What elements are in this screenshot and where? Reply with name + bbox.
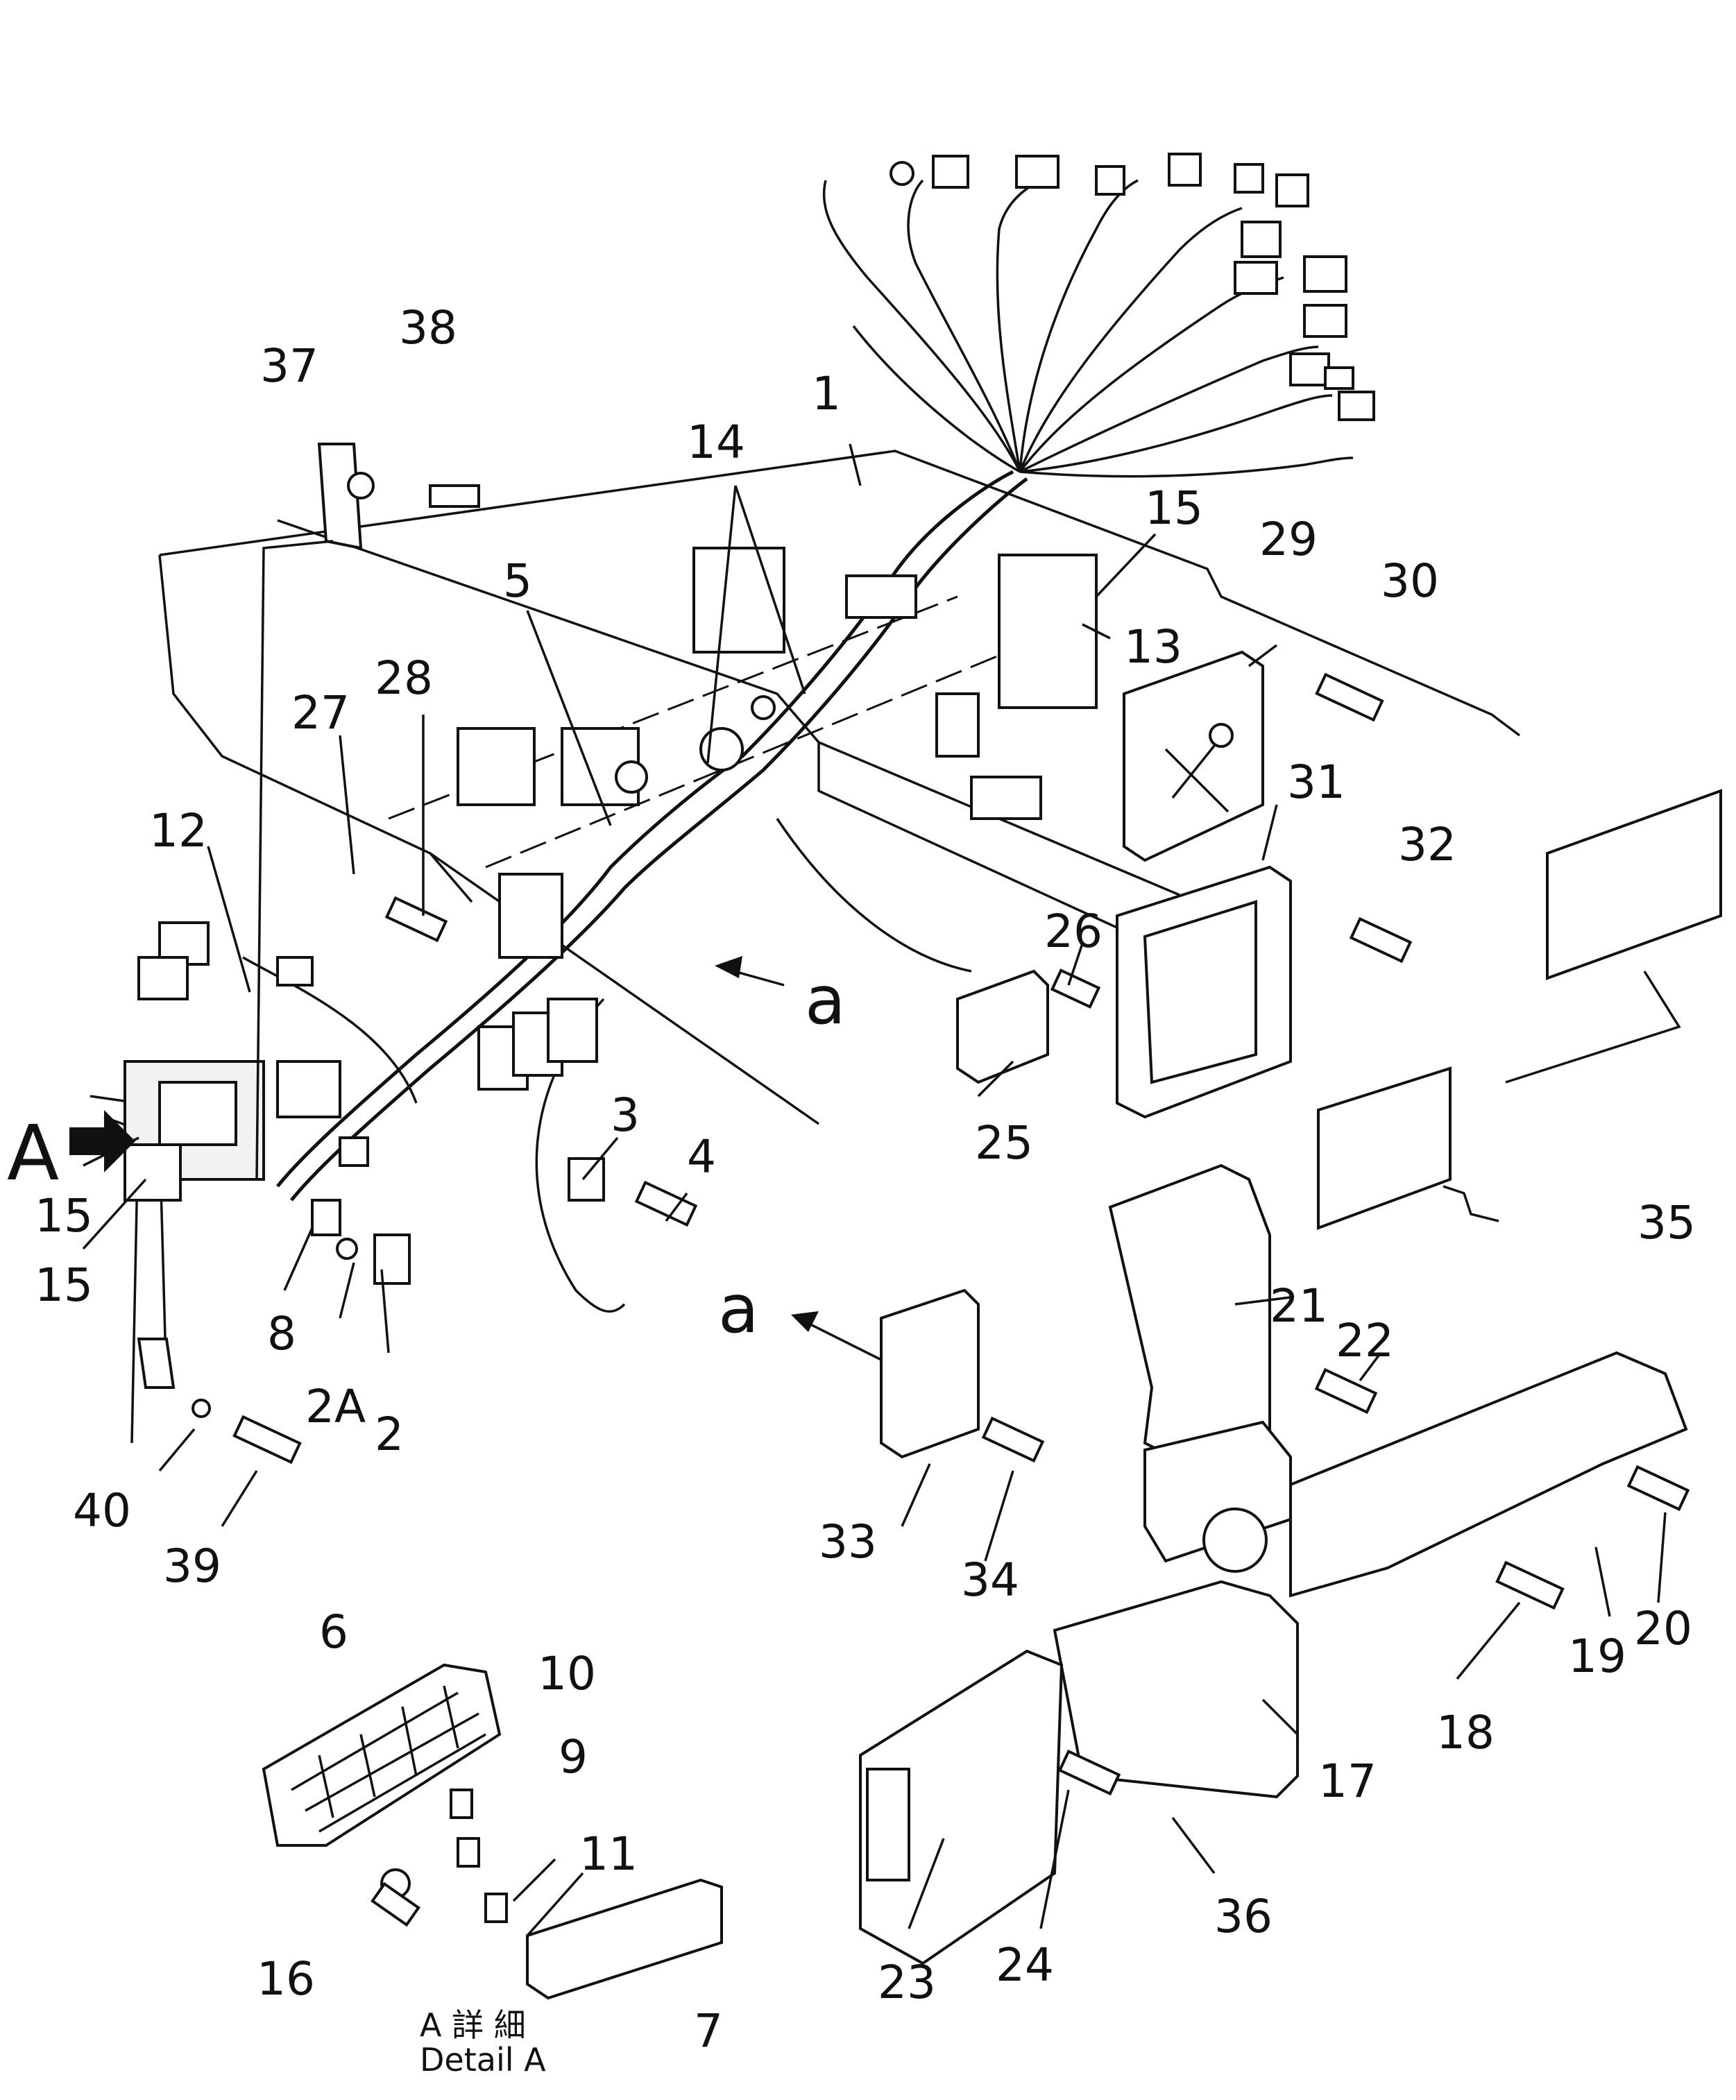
label-20: 20 [1634, 1602, 1692, 1655]
label-32: 32 [1398, 818, 1456, 871]
label-14: 14 [687, 416, 745, 469]
bolts [192, 672, 1690, 1796]
label-24: 24 [996, 1938, 1054, 1992]
caption-japanese: A 詳 細 [420, 2006, 526, 2044]
sheets [1317, 789, 1722, 1230]
detail-a-fuse-box [262, 1663, 723, 2000]
label-38: 38 [399, 301, 457, 355]
label-11: 11 [579, 1827, 638, 1881]
label-25: 25 [975, 1116, 1033, 1170]
label-19: 19 [1568, 1630, 1626, 1683]
label-23: 23 [878, 1956, 936, 2009]
label-22: 22 [1336, 1314, 1394, 1367]
label-15-left2: 15 [35, 1258, 93, 1312]
label-36: 36 [1214, 1890, 1273, 1943]
label-5: 5 [503, 554, 532, 608]
label-39: 39 [163, 1539, 221, 1593]
harness-connectors [890, 153, 1375, 421]
label-33: 33 [819, 1515, 877, 1569]
label-34: 34 [961, 1553, 1019, 1607]
label-15-top: 15 [1145, 481, 1203, 535]
label-9: 9 [559, 1730, 588, 1784]
air-ducts [859, 1163, 1688, 1965]
label-15-left1: 15 [35, 1189, 93, 1243]
label-30: 30 [1381, 554, 1439, 608]
label-28: 28 [375, 651, 433, 705]
label-17: 17 [1318, 1755, 1377, 1808]
label-31: 31 [1287, 756, 1345, 809]
label-4: 4 [687, 1130, 716, 1184]
part-labels: 1 2 2A 3 4 5 6 7 8 9 10 11 12 13 14 15 1… [7, 301, 1696, 2058]
reference-arrows [715, 956, 882, 1361]
label-arrow-a1: a [805, 962, 846, 1039]
label-12: 12 [149, 804, 207, 857]
label-35: 35 [1637, 1196, 1696, 1249]
ecu-parts [880, 650, 1292, 1459]
fuse-box-area [124, 921, 598, 1389]
label-10: 10 [538, 1647, 596, 1700]
label-18: 18 [1436, 1706, 1495, 1759]
label-13: 13 [1124, 620, 1182, 674]
label-1: 1 [812, 367, 841, 420]
label-21: 21 [1270, 1279, 1328, 1333]
label-26: 26 [1044, 905, 1103, 958]
part-37-38 [255, 443, 480, 1180]
label-6: 6 [319, 1605, 348, 1659]
label-29: 29 [1259, 513, 1318, 566]
caption-english: Detail A [420, 2041, 546, 2078]
label-16: 16 [257, 1952, 315, 2006]
label-view-a: A [7, 1109, 59, 1197]
label-2a: 2A [305, 1380, 366, 1433]
label-8: 8 [267, 1307, 296, 1360]
label-37: 37 [260, 339, 318, 393]
leader-lines [82, 443, 1667, 1929]
label-40: 40 [73, 1484, 131, 1537]
view-arrow-a [69, 1110, 135, 1172]
detail-caption: A 詳 細 Detail A [420, 2006, 546, 2078]
center-brackets [276, 547, 1098, 987]
label-3: 3 [611, 1089, 640, 1142]
label-2: 2 [375, 1408, 404, 1461]
label-arrow-a2: a [718, 1270, 759, 1348]
label-27: 27 [291, 686, 350, 740]
label-7: 7 [694, 2004, 723, 2058]
